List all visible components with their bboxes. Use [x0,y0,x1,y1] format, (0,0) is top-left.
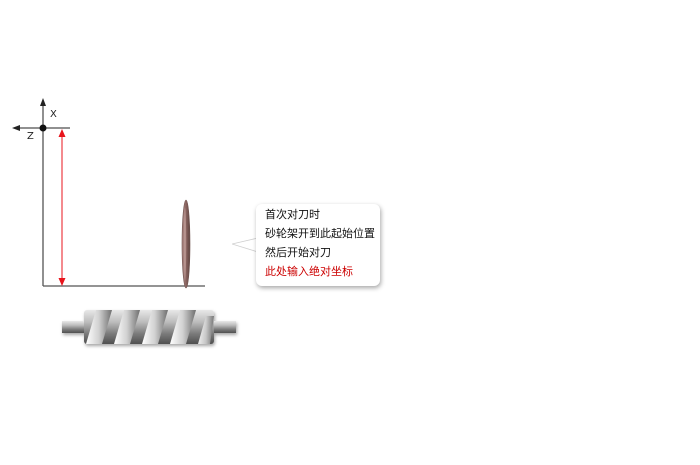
callout-line-3: 然后开始对刀 [265,246,331,259]
screw-shaft-icon [62,310,236,344]
x-axis-label: X [50,109,57,120]
grinding-wheel-icon [181,199,191,289]
dimension-arrow [58,129,66,286]
x-axis-arrowhead [40,98,46,106]
z-axis-arrowhead [12,125,20,131]
callout-box: 首次对刀时 砂轮架开到此起始位置 然后开始对刀 此处输入绝对坐标 [256,204,380,286]
callout-highlight: 此处输入绝对坐标 [265,265,353,278]
origin-point [39,124,47,132]
callout-tail [232,237,259,253]
x-axis [40,98,46,286]
callout-line-1: 首次对刀时 [265,208,320,221]
callout-line-2: 砂轮架开到此起始位置 [265,227,375,240]
z-axis-label: Z [27,131,34,142]
